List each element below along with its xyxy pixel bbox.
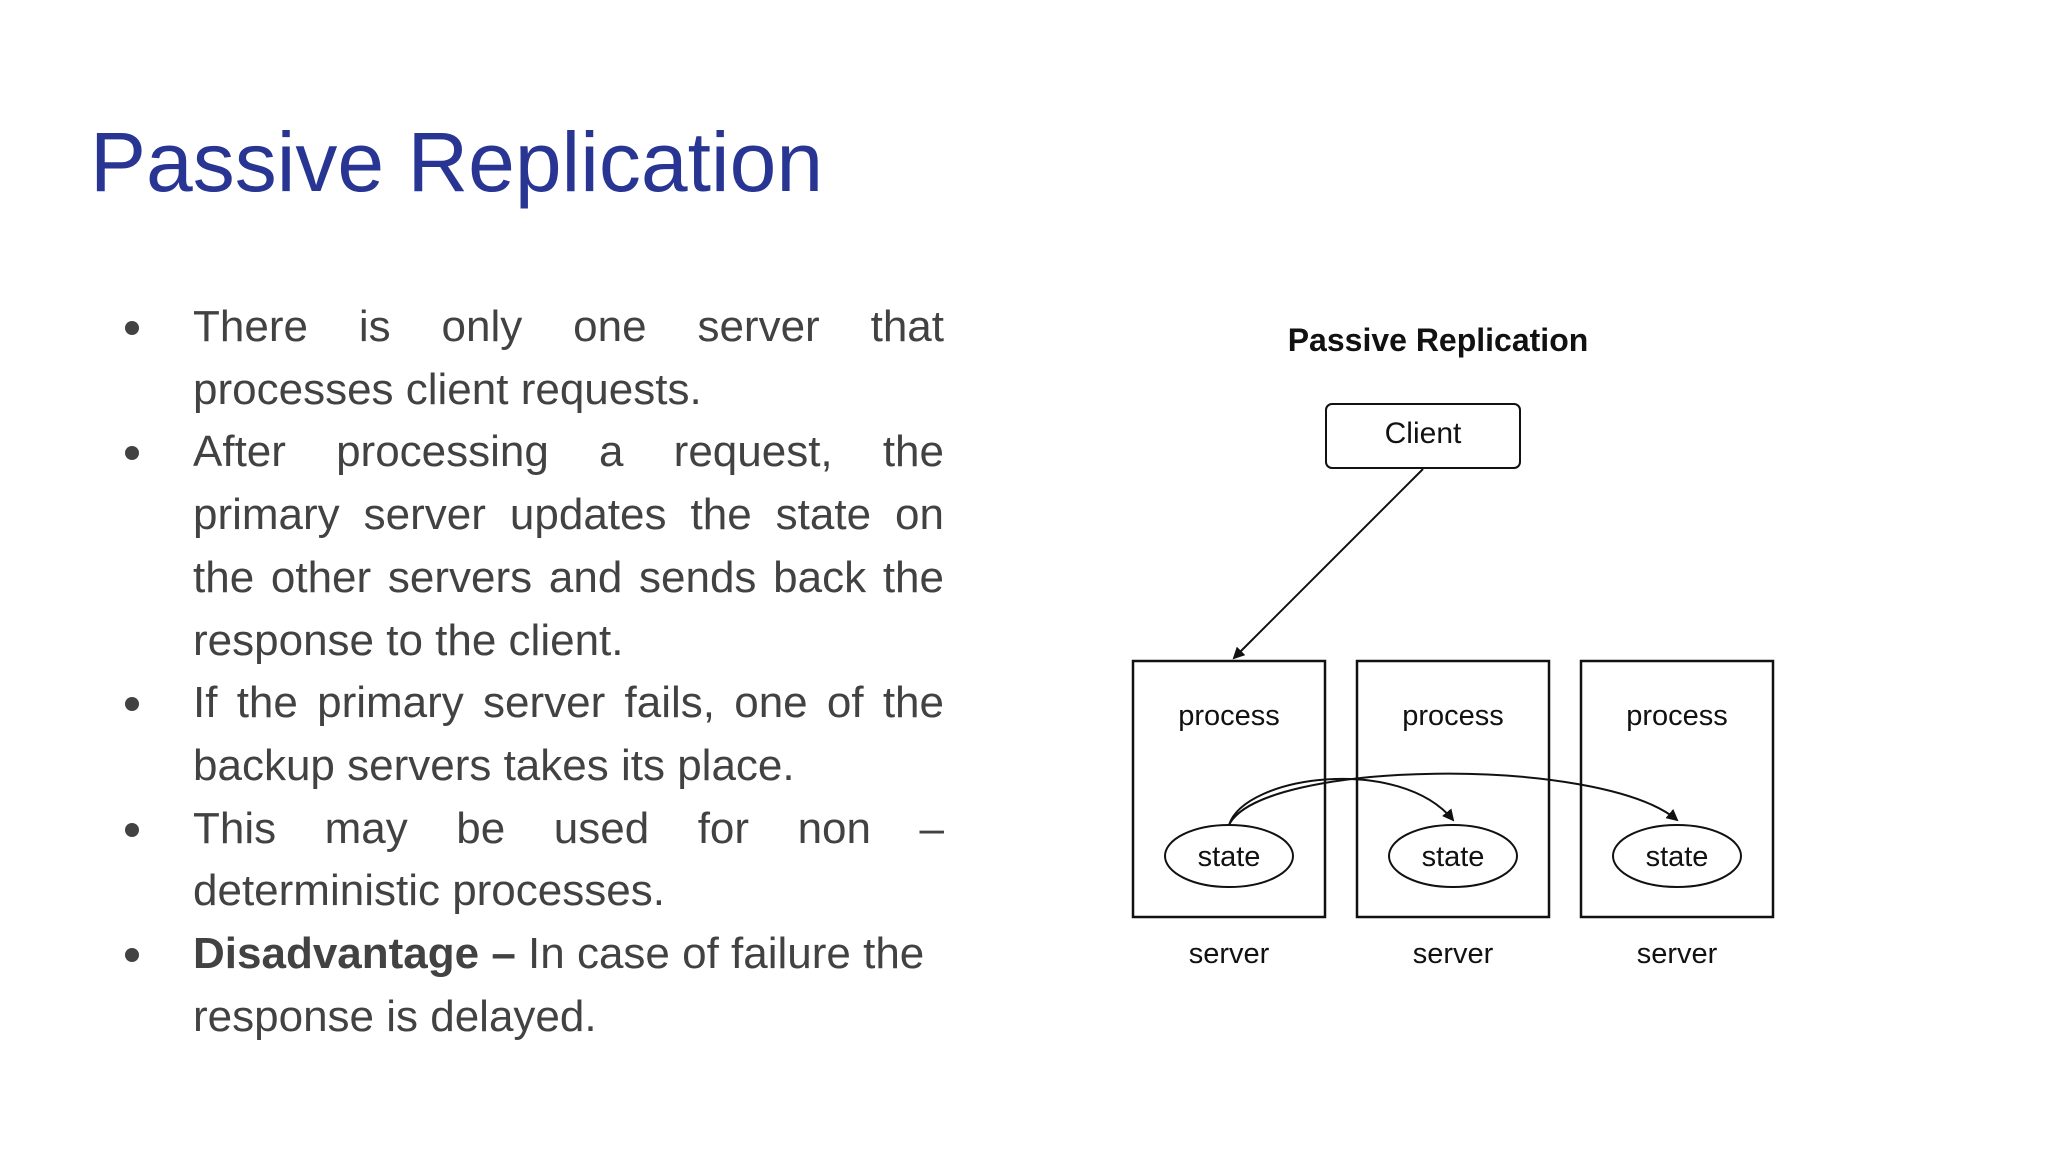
diagram-svg: Passive Replication Client process state… (1131, 322, 1775, 970)
state-label: state (1422, 841, 1485, 873)
bullet-list: There is only one server that processes … (116, 296, 944, 1048)
state-ellipse (1388, 824, 1518, 888)
bullet-emphasis: Disadvantage – (193, 929, 516, 979)
bullet-dot-icon (125, 321, 139, 335)
server-label: server (1189, 938, 1270, 970)
server-label: server (1637, 938, 1718, 970)
bullet-dot-icon (125, 948, 139, 963)
bullet-item: If the primary server fails, one of the … (116, 672, 944, 797)
replication-diagram: Passive Replication Client process state… (1100, 300, 1820, 1000)
state-label: state (1646, 841, 1709, 873)
client-to-primary-arrow (1232, 468, 1424, 660)
diagram-title: Passive Replication (1288, 322, 1589, 358)
bullet-dot-icon (125, 446, 139, 461)
client-label: Client (1385, 417, 1462, 450)
state-label: state (1198, 841, 1261, 873)
bullet-text: There is only one server that processes … (193, 302, 944, 414)
state-ellipse (1612, 824, 1742, 888)
bullet-item: This may be used for non – deterministic… (116, 798, 944, 923)
bullet-dot-icon (125, 822, 139, 837)
client-box (1325, 403, 1521, 469)
bullet-item: Disadvantage – In case of failure the re… (116, 923, 944, 1048)
bullet-item: There is only one server that processes … (116, 296, 944, 421)
state-update-arrow (1228, 777, 1455, 826)
bullet-dot-icon (125, 697, 139, 712)
state-update-arrow (1228, 772, 1679, 826)
bullet-item: After processing a request, the primary … (116, 421, 944, 672)
bullet-text: This may be used for non – deterministic… (193, 803, 944, 916)
process-label: process (1178, 700, 1280, 732)
bullet-text: In case of failure the response is delay… (193, 929, 925, 1041)
bullet-text: If the primary server fails, one of the … (193, 678, 944, 790)
process-label: process (1626, 700, 1728, 732)
bullet-text: After processing a request, the primary … (193, 427, 944, 665)
process-label: process (1402, 700, 1504, 732)
server-label: server (1413, 938, 1494, 970)
page-title: Passive Replication (90, 115, 824, 209)
